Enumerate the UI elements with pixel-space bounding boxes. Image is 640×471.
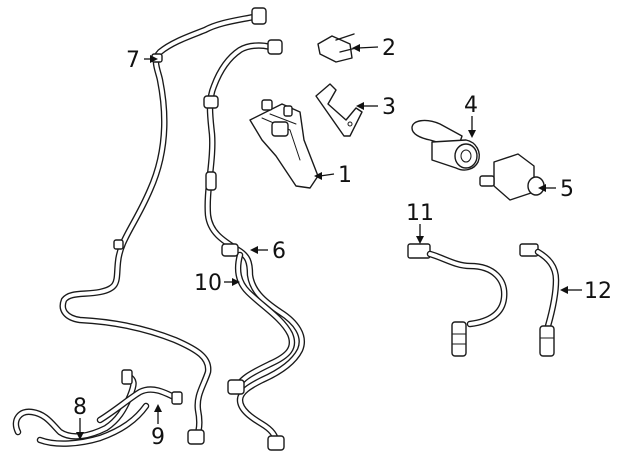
callout-9: 9 [151,425,165,450]
callout-3: 3 [382,95,396,120]
hose-6 [203,39,305,451]
callout-4: 4 [464,93,478,118]
hose-7 [59,7,267,445]
callout-10: 10 [194,271,222,296]
callout-12: 12 [584,279,612,304]
callout-6: 6 [272,239,286,264]
purge-valve-5 [479,153,545,201]
callout-2: 2 [382,36,396,61]
sensor-12 [519,243,560,357]
hose-9 [96,386,183,424]
bracket-2 [317,33,357,63]
callout-1: 1 [338,163,352,188]
canister-1 [249,99,319,189]
hose-10 [221,243,296,395]
solenoid-4 [411,119,480,171]
callout-5: 5 [560,177,574,202]
callout-leaders [76,44,582,440]
callout-11: 11 [406,201,434,226]
callout-7: 7 [126,48,140,73]
sensor-11 [407,243,508,357]
bracket-3 [315,83,363,137]
callout-8: 8 [73,395,87,420]
callout-labels: 1 2 3 4 5 6 7 8 9 10 11 12 [73,36,612,450]
